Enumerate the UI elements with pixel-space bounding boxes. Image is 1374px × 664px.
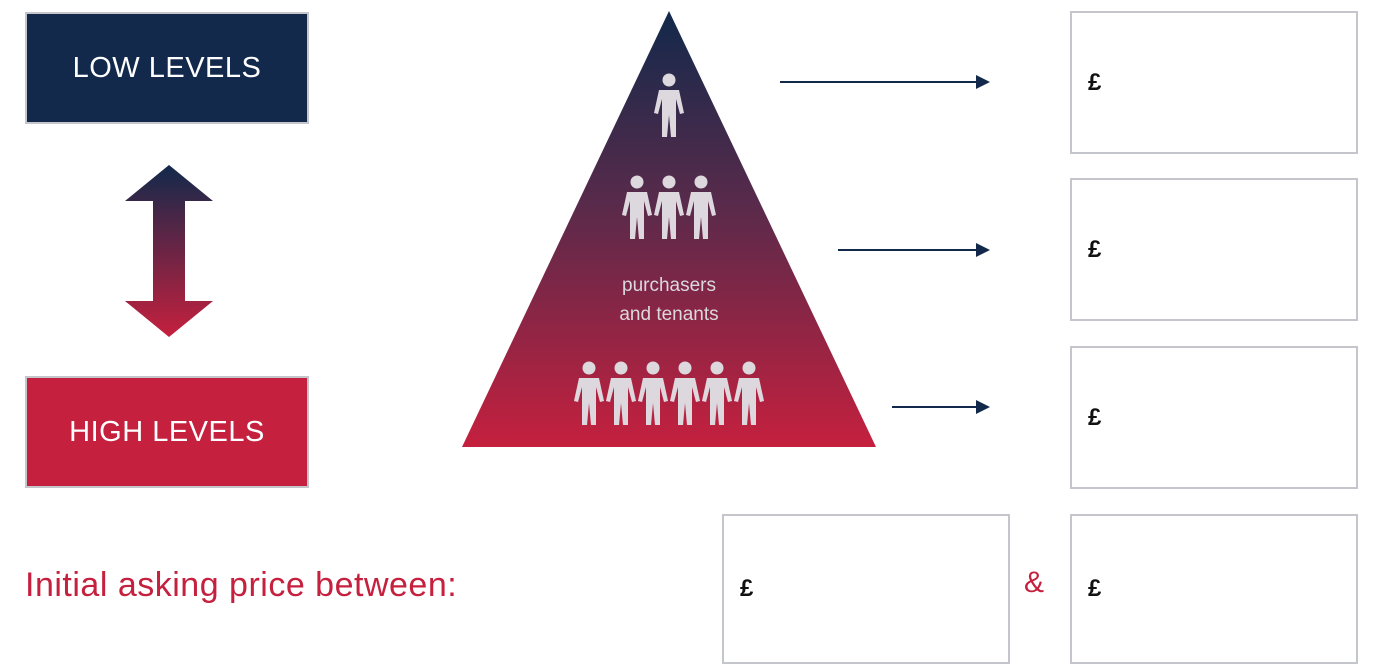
double-arrow-icon — [125, 165, 213, 337]
pound-sign: £ — [1088, 68, 1102, 96]
pound-sign: £ — [1088, 575, 1102, 602]
low-levels-box: LOW LEVELS — [25, 12, 309, 124]
high-levels-box: HIGH LEVELS — [25, 376, 309, 488]
arrow-right-icon — [838, 243, 990, 257]
price-field-tier-1[interactable]: £ — [1070, 11, 1358, 154]
asking-price-to-field[interactable]: £ — [1070, 514, 1358, 664]
pyramid-label-line2: and tenants — [619, 304, 718, 325]
initial-asking-price-label: Initial asking price between: — [25, 566, 458, 604]
buyers-pyramid: purchasers and tenants — [462, 11, 876, 447]
arrow-right-icon — [892, 400, 990, 414]
high-levels-label: HIGH LEVELS — [69, 415, 265, 448]
pyramid-label-line1: purchasers — [622, 275, 716, 296]
low-levels-label: LOW LEVELS — [72, 51, 262, 84]
ampersand-joiner: & — [1024, 566, 1045, 599]
pound-sign: £ — [1088, 235, 1102, 263]
pound-sign: £ — [740, 575, 754, 602]
arrow-right-icon — [780, 75, 990, 89]
asking-price-from-field[interactable]: £ — [722, 514, 1010, 664]
price-field-tier-2[interactable]: £ — [1070, 178, 1358, 321]
price-field-tier-3[interactable]: £ — [1070, 346, 1358, 489]
pound-sign: £ — [1088, 403, 1102, 431]
